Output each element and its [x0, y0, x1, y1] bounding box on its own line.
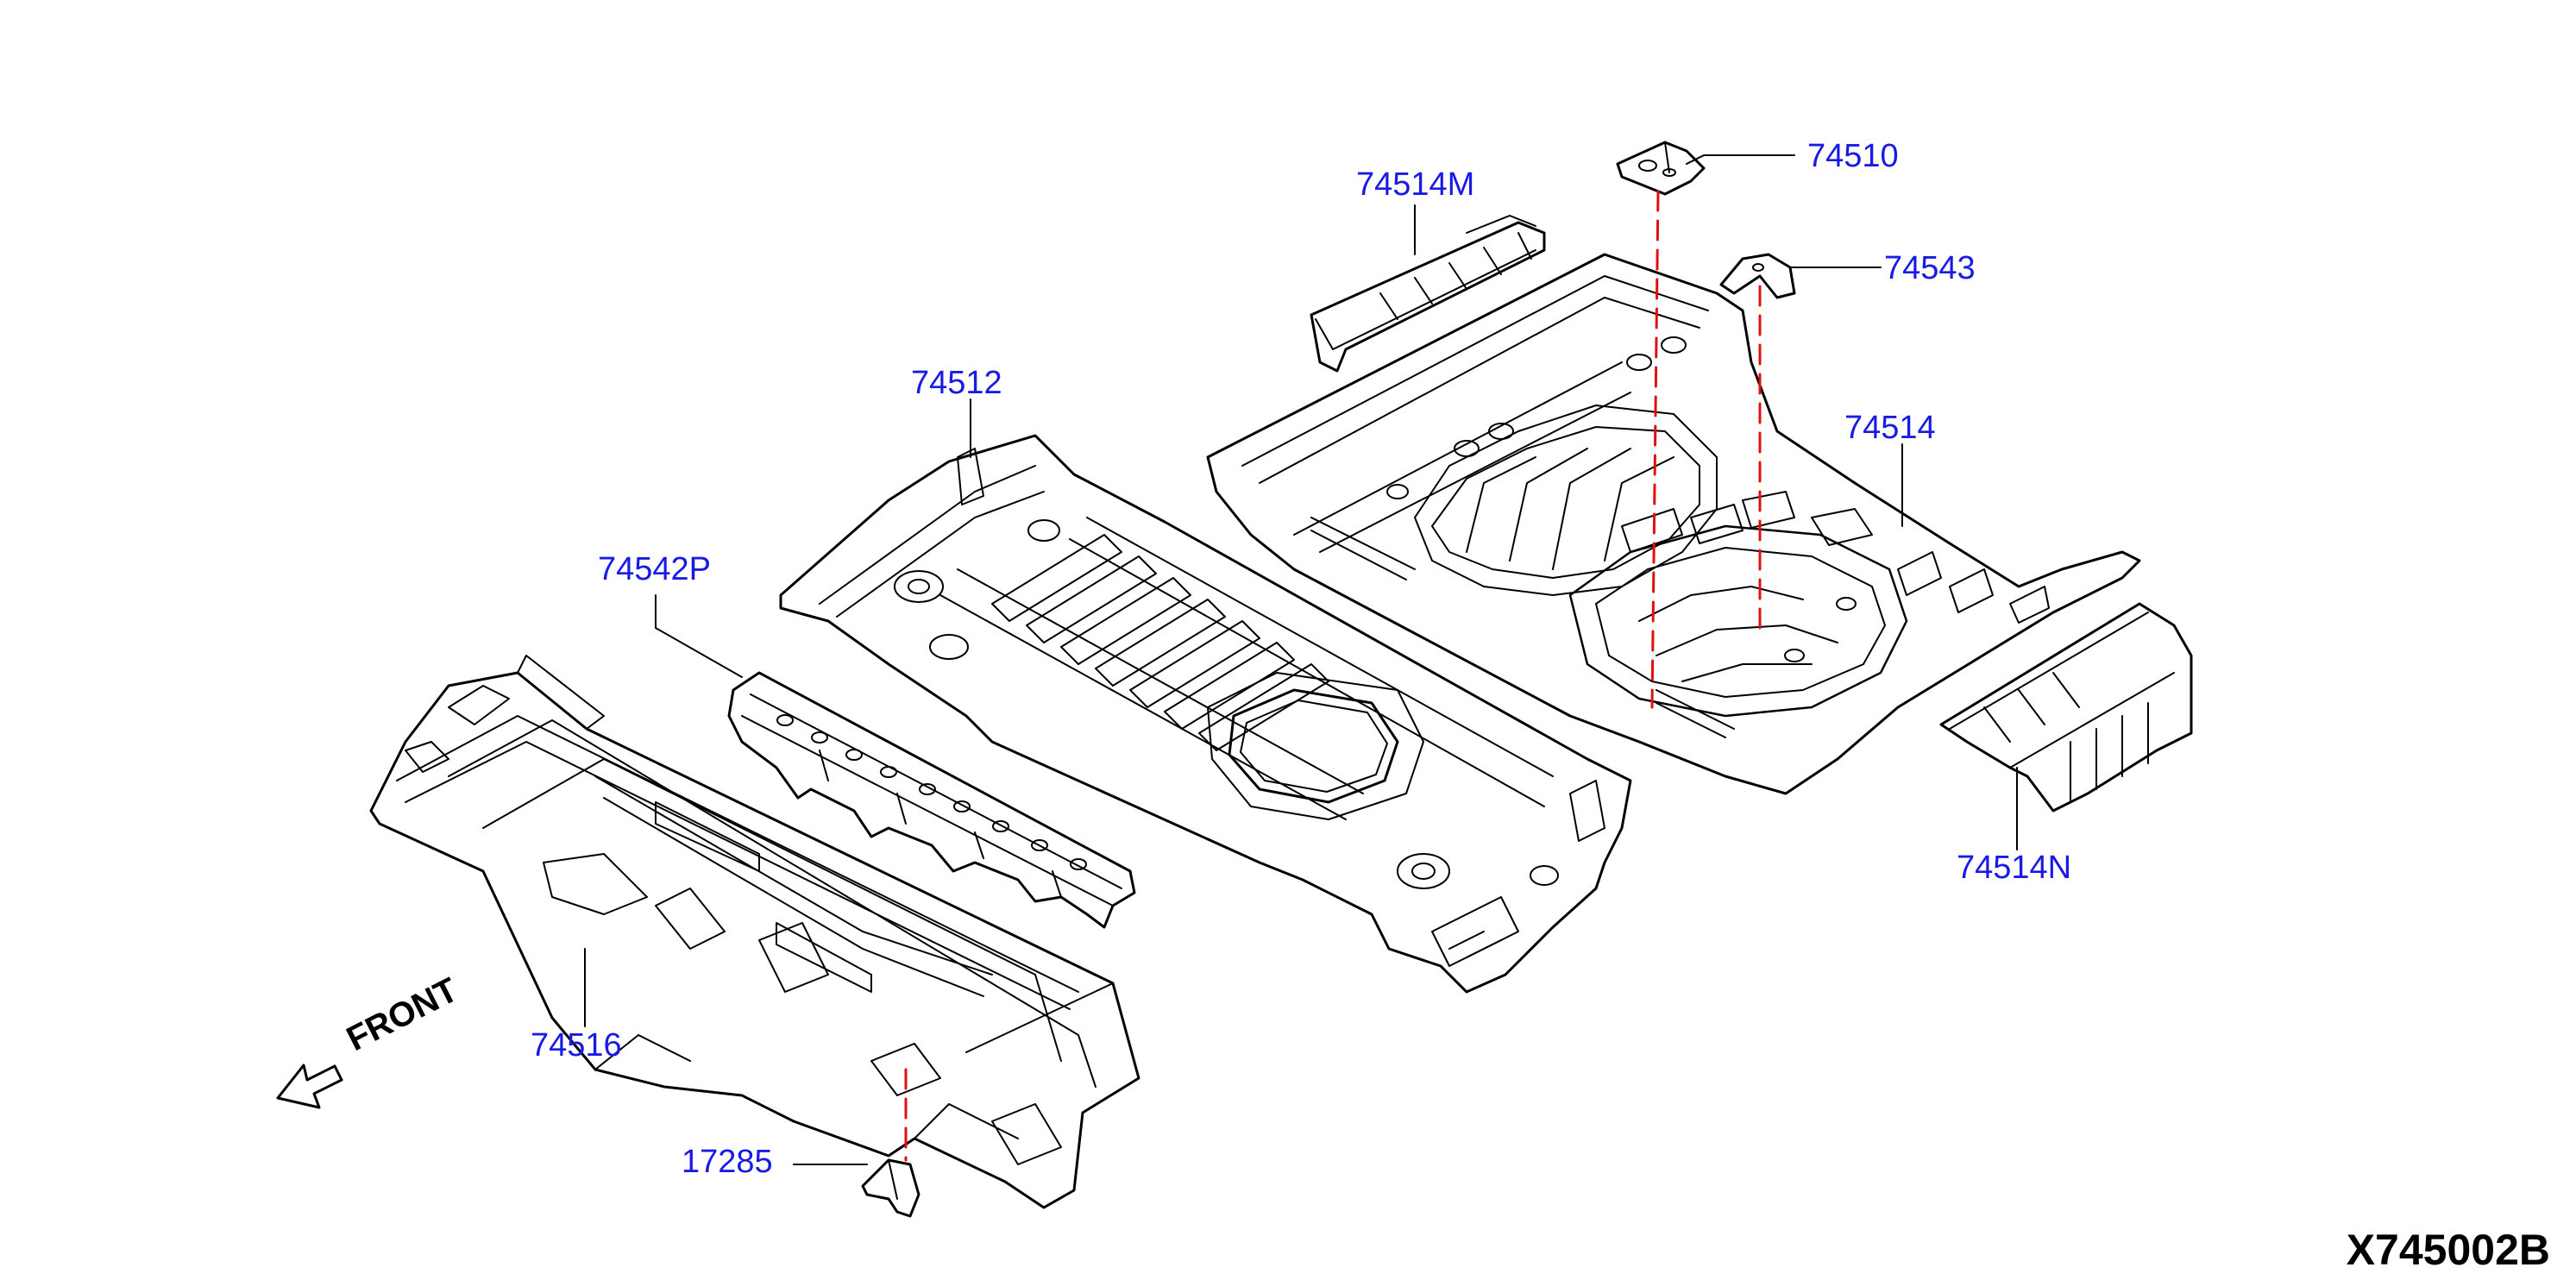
part-74512-center-floor[interactable]	[781, 436, 1630, 992]
label-74514[interactable]: 74514	[1844, 410, 1936, 446]
part-74543-bracket[interactable]	[1721, 254, 1794, 298]
label-74514N[interactable]: 74514N	[1957, 850, 2072, 886]
label-74514M[interactable]: 74514M	[1356, 166, 1475, 203]
guide-lines	[906, 191, 1760, 1160]
part-17285-clip[interactable]	[863, 1160, 919, 1216]
label-74543[interactable]: 74543	[1884, 250, 1976, 286]
guide-74510	[1652, 191, 1658, 707]
part-74516-front-floor[interactable]	[371, 656, 1139, 1208]
label-74516[interactable]: 74516	[531, 1027, 622, 1064]
leader-74510-diag	[1687, 155, 1704, 164]
label-17285[interactable]: 17285	[682, 1144, 773, 1180]
part-74510-bracket[interactable]	[1618, 142, 1704, 194]
diagram-code: X745002B	[2346, 1226, 2550, 1274]
part-74514N-extension[interactable]	[1941, 604, 2191, 811]
leader-lines	[585, 155, 2017, 1164]
leader-74542P-diag	[656, 628, 742, 677]
label-74510[interactable]: 74510	[1807, 138, 1899, 174]
label-74512[interactable]: 74512	[911, 365, 1002, 401]
part-74542P-cross-member[interactable]	[729, 673, 1134, 927]
front-arrow-icon	[278, 1065, 342, 1107]
part-74514-rear-floor[interactable]	[1208, 254, 2139, 794]
part-74514M-extension[interactable]	[1311, 216, 1544, 371]
label-74542P[interactable]: 74542P	[598, 551, 712, 587]
